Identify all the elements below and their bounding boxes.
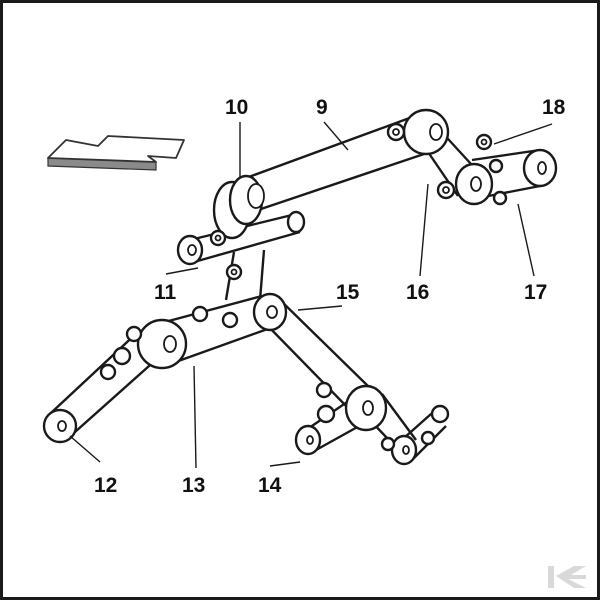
callout-14: 14 — [258, 474, 282, 497]
callout-12: 12 — [94, 474, 117, 497]
pulley-14-main — [294, 381, 388, 456]
pulley-18 — [475, 133, 493, 151]
belt-12 — [51, 329, 159, 441]
callout-15: 15 — [336, 281, 360, 304]
callout-16: 16 — [406, 281, 429, 304]
pulley-10-main — [212, 174, 265, 240]
pulley-17 — [454, 148, 558, 206]
pulley-idler-vertical — [225, 263, 243, 281]
callout-10: 10 — [225, 96, 248, 119]
pulley-14-right — [380, 404, 450, 466]
callout-18: 18 — [542, 96, 566, 119]
k-logo-icon — [548, 566, 586, 588]
pulley-11 — [176, 210, 306, 266]
pulley-12 — [42, 408, 78, 444]
left-arrow-icon — [47, 135, 185, 171]
pulley-16 — [436, 180, 456, 200]
callout-17: 17 — [524, 281, 547, 304]
pulley-15-top — [191, 292, 288, 332]
pulley-9-end — [386, 108, 450, 156]
callout-9: 9 — [316, 96, 328, 119]
callout-11: 11 — [154, 281, 177, 304]
pulley-13 — [99, 318, 188, 381]
belt-15 — [263, 297, 371, 413]
leader-lines — [69, 121, 553, 469]
callout-13: 13 — [182, 474, 205, 497]
